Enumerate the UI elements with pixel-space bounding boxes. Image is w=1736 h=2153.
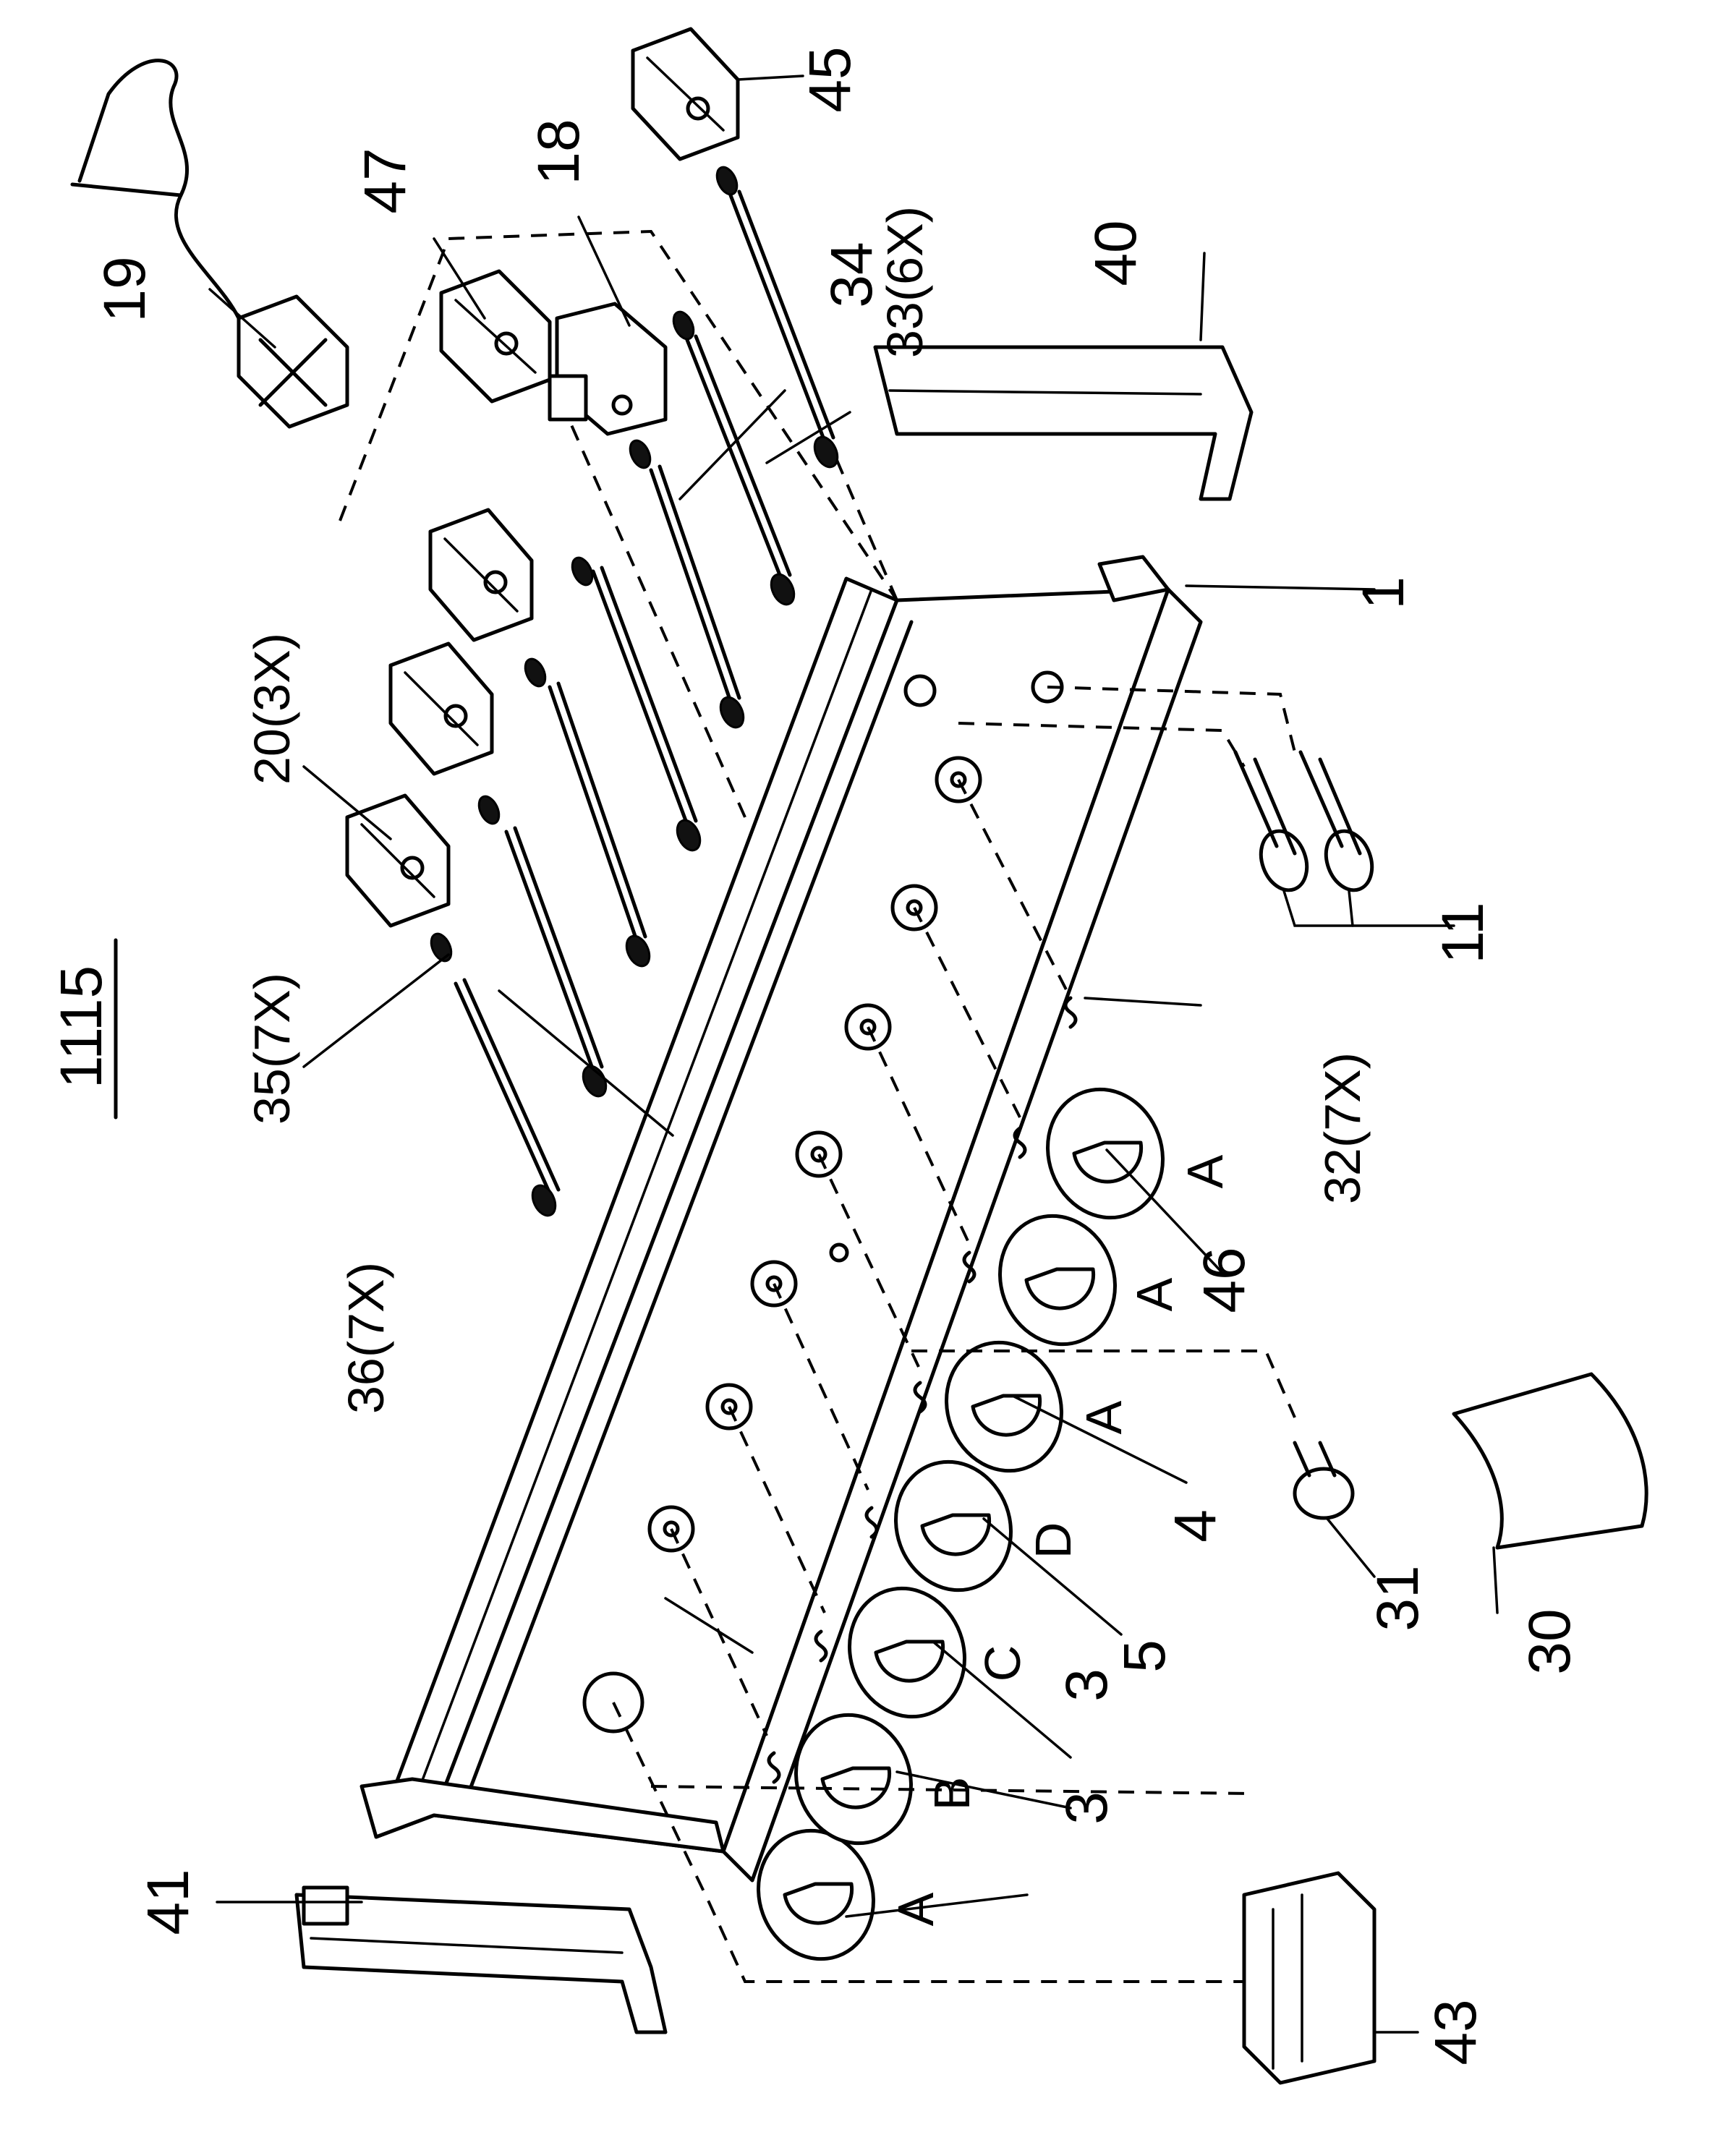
spring-clips	[767, 996, 1078, 1784]
knob-A-2	[945, 1340, 1063, 1473]
bracket-41	[294, 1885, 668, 2034]
leader-lines	[208, 74, 1499, 2034]
label-33: 33(6X)	[877, 206, 933, 358]
knob-letter-1: A	[888, 1892, 944, 1926]
label-11: 11	[1430, 902, 1496, 963]
alignment-lines	[339, 229, 1296, 1983]
label-5: 5	[1112, 1640, 1178, 1673]
switch-20-b	[388, 641, 494, 776]
knob-B	[794, 1713, 913, 1846]
knob-A-1	[757, 1828, 875, 1961]
lamp-31	[1293, 1441, 1355, 1520]
label-40: 40	[1083, 220, 1149, 286]
label-3b: 3	[1054, 1668, 1120, 1702]
label-4: 4	[1162, 1509, 1228, 1543]
label-34: 34	[819, 242, 885, 307]
drawing-number: 1115	[48, 965, 114, 1088]
label-32: 32(7X)	[1314, 1052, 1371, 1204]
knobs	[757, 1087, 1165, 1961]
label-46: 46	[1191, 1247, 1257, 1313]
switch-19	[70, 59, 349, 429]
knob-letter-7: A	[1177, 1154, 1233, 1188]
knob-letter-3: C	[974, 1645, 1031, 1682]
label-36: 36(7X)	[338, 1262, 394, 1414]
label-3a: 3	[1054, 1791, 1120, 1825]
bracket-40	[873, 345, 1254, 501]
shafts	[454, 189, 839, 1217]
switch-20-c	[428, 508, 534, 642]
switch-18	[548, 302, 668, 436]
knob-letter-6: A	[1126, 1277, 1183, 1311]
label-45: 45	[797, 46, 863, 112]
label-30: 30	[1517, 1608, 1583, 1674]
module-43	[1242, 1871, 1377, 2085]
knob-D	[894, 1459, 1013, 1593]
label-35: 35(7X)	[244, 973, 300, 1125]
knob-A-3	[998, 1214, 1117, 1347]
label-19: 19	[92, 256, 158, 322]
lens-30	[1452, 1372, 1648, 1550]
label-43: 43	[1423, 1999, 1489, 2065]
control-panel	[359, 555, 1203, 1883]
knob-letter-2: B	[924, 1777, 980, 1811]
label-20: 20(3X)	[244, 633, 300, 785]
label-1: 1	[1350, 576, 1416, 610]
knob-letter-4: D	[1025, 1522, 1081, 1559]
lamps-11	[1233, 750, 1455, 927]
label-31: 31	[1365, 1565, 1431, 1631]
knob-letter-5: A	[1076, 1400, 1132, 1434]
label-18: 18	[526, 119, 592, 184]
switch-20-a	[345, 793, 451, 928]
switch-47	[439, 269, 552, 404]
label-47: 47	[352, 148, 418, 213]
shaft-couplers	[430, 166, 739, 963]
switch-45	[631, 27, 740, 161]
label-41: 41	[135, 1869, 201, 1935]
knob-A-4	[1046, 1087, 1165, 1220]
labels: 1115 1 3 3 4 5 11 18 19 20(3X) 30 31 32(…	[48, 46, 1583, 2065]
